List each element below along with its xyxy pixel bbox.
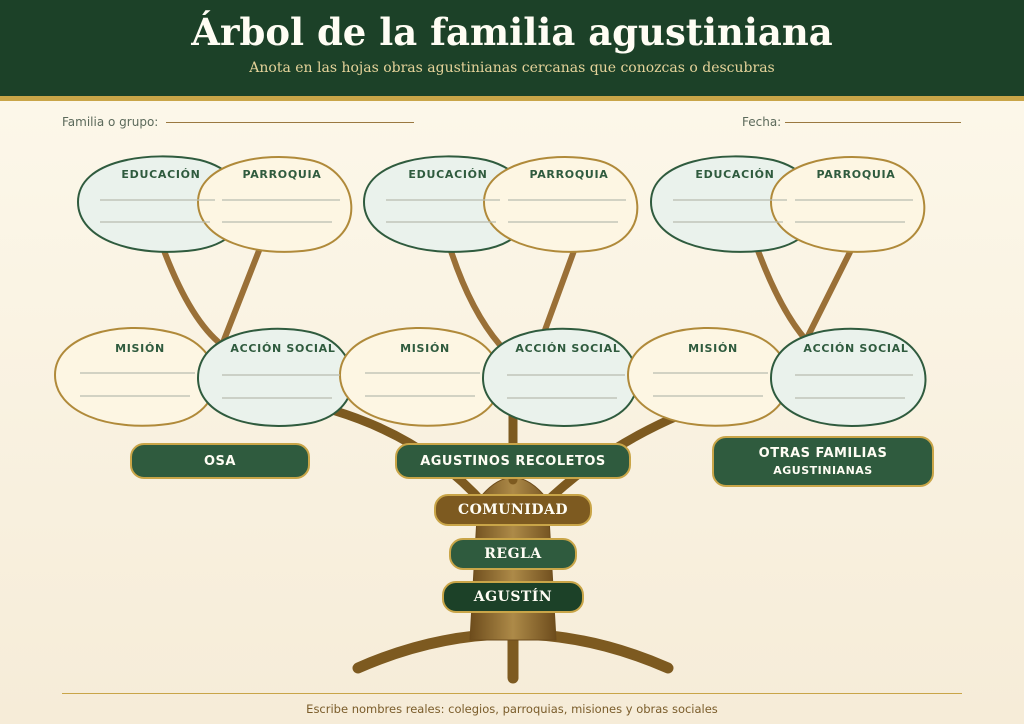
branch-name: OSA (204, 453, 236, 469)
leaf-title-mision: MISIÓN (400, 342, 450, 355)
twig-3b (803, 245, 855, 343)
leaf-title-educacion: EDUCACIÓN (121, 168, 201, 181)
footer-note: Escribe nombres reales: colegios, parroq… (306, 702, 718, 716)
header: Árbol de la familia agustiniana Anota en… (0, 0, 1024, 101)
page-subtitle: Anota en las hojas obras agustinianas ce… (249, 60, 775, 76)
leaf-title-accion-social: ACCIÓN SOCIAL (515, 342, 621, 355)
group-field[interactable]: Familia o grupo: (62, 115, 415, 129)
date-label: Fecha: (742, 115, 782, 129)
leaf-title-parroquia: PARROQUIA (529, 168, 609, 181)
branch-name: OTRAS FAMILIAS (758, 446, 888, 461)
leaf-title-accion-social: ACCIÓN SOCIAL (230, 342, 336, 355)
leaf-parroquia-2 (482, 156, 639, 253)
date-input-line[interactable] (785, 122, 962, 123)
footer-divider (62, 693, 962, 694)
leaf-title-accion-social: ACCIÓN SOCIAL (803, 342, 909, 355)
twig-1a (160, 245, 225, 348)
branch-label-recoletos: AGUSTINOS RECOLETOS (395, 443, 631, 479)
leaf-title-parroquia: PARROQUIA (242, 168, 322, 181)
group-label: Familia o grupo: (62, 115, 159, 129)
leaf-title-educacion: EDUCACIÓN (408, 168, 488, 181)
branch-label-osa: OSA (130, 443, 310, 479)
leaf-title-mision: MISIÓN (115, 342, 165, 355)
agustin-text: AGUSTÍN (473, 589, 553, 605)
leaf-parroquia-1 (196, 156, 353, 253)
leaf-title-parroquia: PARROQUIA (816, 168, 896, 181)
date-field[interactable]: Fecha: (742, 115, 962, 129)
trunk-label-comunidad: COMUNIDAD (434, 494, 592, 526)
leaf-accion-3 (769, 327, 927, 427)
twig-2b (542, 245, 578, 333)
comunidad-text: COMUNIDAD (457, 502, 569, 518)
leaf-parroquia-3 (769, 156, 926, 253)
page-title: Árbol de la familia agustiniana (191, 10, 833, 54)
leaf-title-educacion: EDUCACIÓN (695, 168, 775, 181)
regla-text: REGLA (484, 546, 542, 562)
twig-2a (447, 245, 503, 348)
group-input-line[interactable] (166, 122, 415, 123)
trunk-label-agustin: AGUSTÍN (442, 581, 584, 613)
trunk-label-regla: REGLA (449, 538, 577, 570)
branch-name-sub: AGUSTINIANAS (773, 464, 873, 477)
branch-label-otras: OTRAS FAMILIAS AGUSTINIANAS (712, 436, 934, 487)
leaf-title-mision: MISIÓN (688, 342, 738, 355)
twig-1b (219, 245, 263, 348)
twig-3a (754, 245, 809, 343)
branch-name: AGUSTINOS RECOLETOS (420, 453, 606, 469)
